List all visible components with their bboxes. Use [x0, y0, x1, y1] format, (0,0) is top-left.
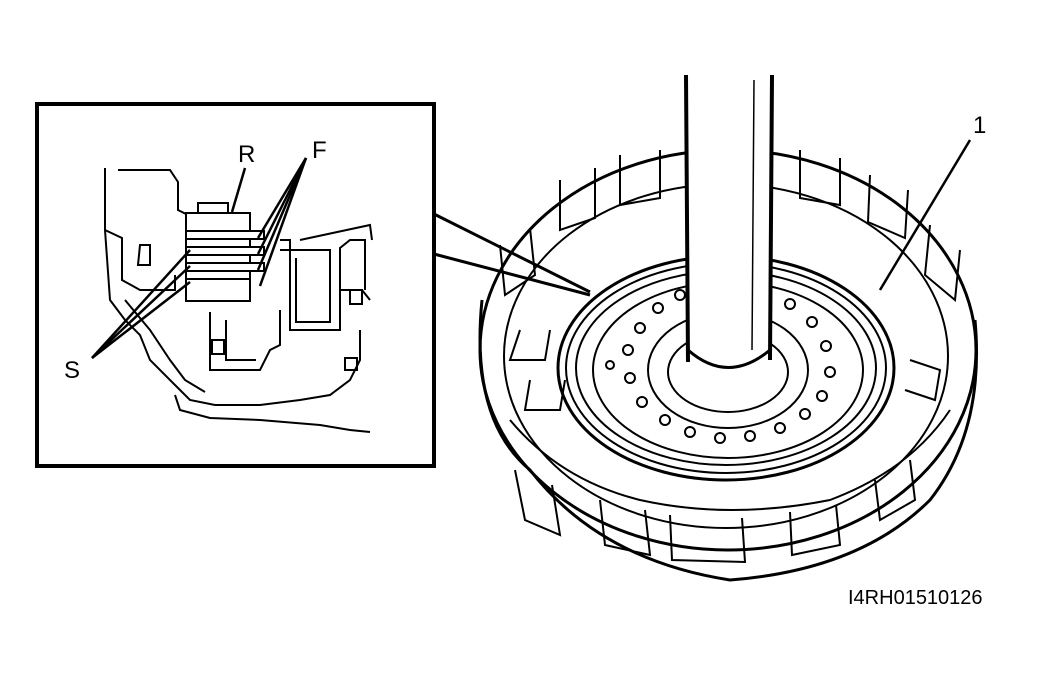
- inset-leader-top: [433, 212, 591, 294]
- label-part-1: 1: [973, 112, 986, 139]
- detail-inset: [35, 102, 591, 468]
- r-leader-line: [230, 167, 247, 213]
- s-leader-lines: [91, 249, 191, 359]
- f-leader-lines: [256, 157, 308, 287]
- figure-code: I4RH01510126: [848, 587, 983, 609]
- inset-leader-bottom: [433, 252, 591, 297]
- label-s: S: [64, 357, 80, 384]
- oil-holes: [605, 289, 836, 444]
- drum-lower-band: [509, 409, 951, 511]
- clutch-drum: [478, 148, 979, 582]
- clutch-plate-stack: [185, 202, 265, 302]
- input-shaft: [684, 74, 774, 369]
- label-r: R: [238, 141, 255, 168]
- drum-body-outline: [478, 299, 979, 582]
- part1-leader-line: [878, 139, 972, 291]
- label-f: F: [312, 137, 327, 164]
